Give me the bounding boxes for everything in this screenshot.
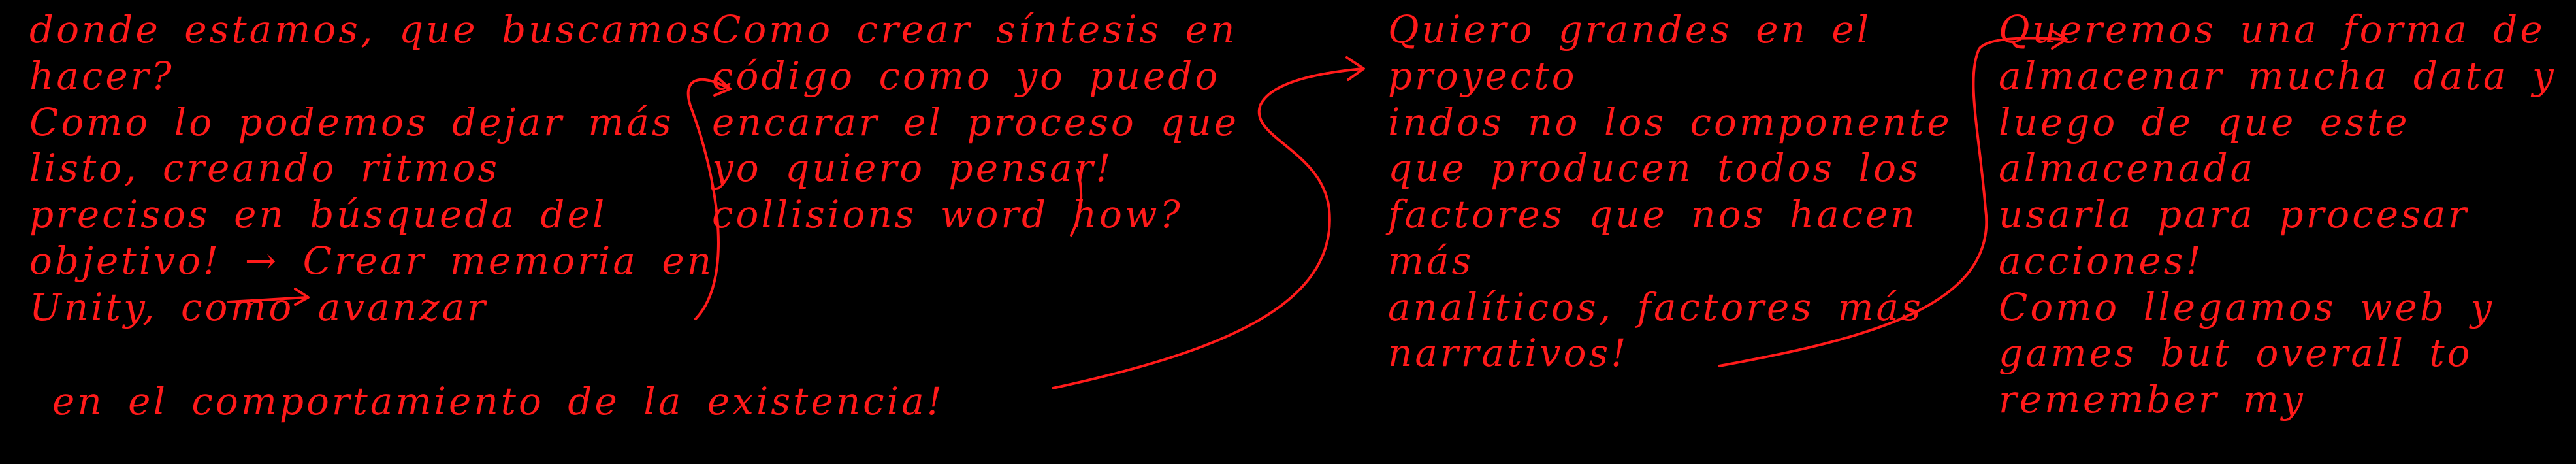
handwritten-note-4: Queremos una forma de almacenar mucha da… [1999,7,2556,422]
handwritten-note-2: Como crear síntesis en código como yo pu… [712,7,1240,237]
handwritten-note-1-tail: en el comportamiento de la existencia! [52,379,945,423]
handwritten-note-3: Quiero grandes en el proyecto indos no l… [1388,7,1952,376]
arrowhead-2 [1345,56,1365,81]
handwritten-note-1: donde estamos, que buscamos hacer? Como … [29,7,715,329]
